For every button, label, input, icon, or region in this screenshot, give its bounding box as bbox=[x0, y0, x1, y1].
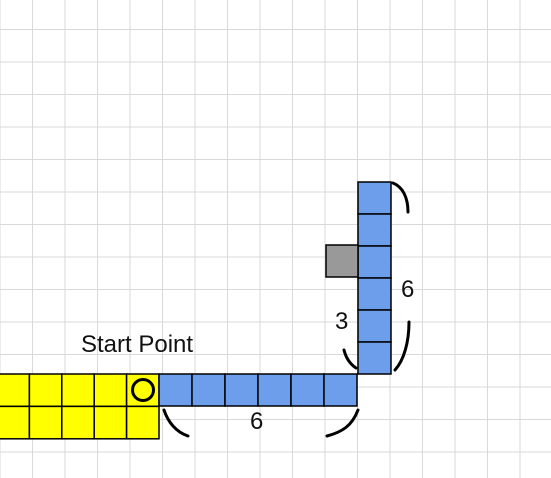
horizontal-path bbox=[158, 373, 358, 407]
start-marker-icon bbox=[131, 378, 155, 402]
corner-bracket bbox=[342, 348, 358, 370]
start-area bbox=[0, 373, 160, 440]
start-area-cell bbox=[125, 405, 160, 440]
horizontal-length-label: 6 bbox=[250, 408, 263, 435]
start-area-cell bbox=[0, 373, 31, 408]
start-area-cell bbox=[28, 373, 63, 408]
path-cell bbox=[357, 245, 392, 279]
path-cell bbox=[323, 373, 358, 407]
start-area-cell bbox=[93, 405, 128, 440]
right-bracket-top bbox=[391, 181, 410, 214]
path-cell bbox=[357, 341, 392, 375]
start-area-cell bbox=[61, 405, 95, 440]
path-cell bbox=[158, 373, 193, 407]
start-area-cell bbox=[61, 373, 95, 408]
vertical-path bbox=[357, 181, 392, 375]
start-area-cell bbox=[28, 405, 63, 440]
path-cell bbox=[290, 373, 325, 407]
start-point-label: Start Point bbox=[81, 331, 193, 358]
corner-length-label: 3 bbox=[335, 308, 348, 335]
path-cell bbox=[357, 213, 392, 247]
path-cell bbox=[357, 309, 392, 343]
path-cell bbox=[224, 373, 259, 407]
path-cell bbox=[357, 277, 392, 311]
path-cell bbox=[257, 373, 292, 407]
bottom-bracket-right bbox=[325, 408, 360, 438]
bottom-bracket-left bbox=[162, 408, 190, 438]
vertical-length-label: 6 bbox=[401, 276, 414, 303]
gray-blocker-cell bbox=[325, 244, 359, 278]
start-area-cell bbox=[0, 405, 31, 440]
start-area-cell bbox=[93, 373, 128, 408]
path-cell bbox=[357, 181, 392, 215]
path-cell bbox=[191, 373, 226, 407]
right-bracket-bottom bbox=[393, 320, 411, 372]
